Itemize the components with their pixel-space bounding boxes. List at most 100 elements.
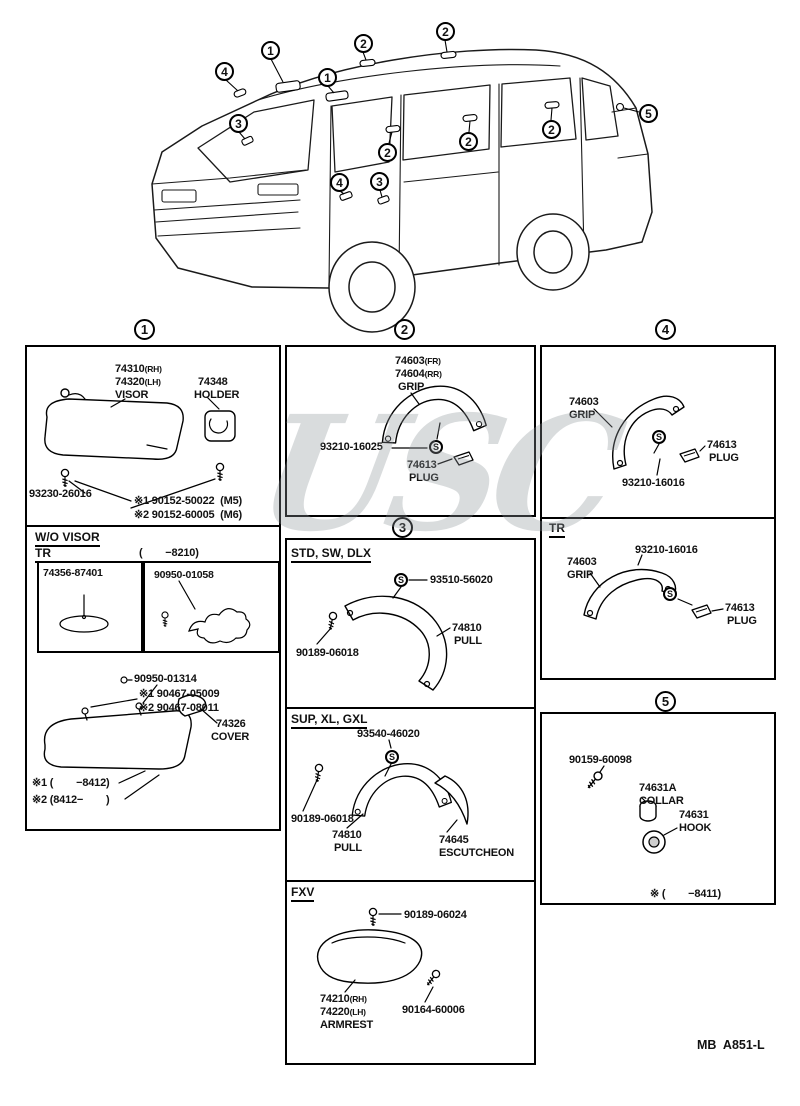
range-note-2: ※2 (8412− ) [32,794,110,806]
part-number-armrest-screw: 90189-06024 [404,909,467,921]
part-number-armrest-lh: 74220(LH) [320,1006,366,1019]
panel-grip: 74603 GRIP S 74613 PLUG 93210-16016 TR 9… [540,345,776,680]
tr-date-range: ( −8210) [139,547,199,559]
header-wo-visor: W/O VISOR [35,530,100,547]
section-callout-1: 1 [134,319,155,340]
part-number-plug: 74613 [407,459,437,471]
range-note-1: ※1 ( −8412) [32,777,110,789]
section-callout-3: 3 [392,517,413,538]
range-note: ※ ( −8411) [650,888,721,900]
part-number-grip-tr: 74603 [567,556,597,568]
panel-pull-armrest: STD, SW, DLX S 93510-56020 74810 PULL 90… [285,538,536,1065]
part-number-grip-rr: 74604(RR) [395,368,442,381]
part-label-grip-top: GRIP [569,409,596,421]
part-number-pull-bolt: 90189-06018 [296,647,359,659]
van-callout-2: 2 [354,34,373,53]
part-number-plug-tr: 74613 [725,602,755,614]
part-number-plug-top: 74613 [707,439,737,451]
subpanel-visor-pad: 74356-87401 [37,561,143,653]
part-suffix: (RH) [349,994,367,1004]
part-label-pull2: PULL [334,842,362,854]
part-number-grip-screw-top: 93210-16016 [622,477,685,489]
part-number-grip-screw: 93210-16025 [320,441,383,453]
part-label-cover: COVER [211,731,250,743]
panel-grip-fr-rr: 74603(FR) 74604(RR) GRIP 93210-16025 S 7… [285,345,536,517]
part-number-grip-top: 74603 [569,396,599,408]
subpanel-retainer: 90950-01058 [143,561,280,653]
part-number-collar: 74631A [639,782,677,794]
part-suffix: (FR) [424,356,441,366]
part-label-holder: HOLDER [194,389,240,401]
part-number-pull2-bolt: 90189-06018 [291,813,354,825]
part-label-escutcheon: ESCUTCHEON [439,847,515,859]
part-suffix: (RR) [424,369,442,379]
note-m5-screw: ※1 90152-50022 (M5) [134,495,242,507]
s-symbol: S [394,573,408,587]
section-divider [542,517,774,519]
s-symbol: S [385,750,399,764]
section-callout-4: 4 [655,319,676,340]
van-callout-3: 3 [229,114,248,133]
part-no: 74220 [320,1006,350,1018]
part-label-grip-tr: GRIP [567,569,594,581]
part-suffix: (LH) [349,1007,366,1017]
s-symbol: S [429,440,443,454]
part-no: 74320 [115,376,145,388]
part-no: 74210 [320,993,350,1005]
part-number-cover: 74326 [216,718,246,730]
van-callout-3b: 3 [370,172,389,191]
note-screw-2: ※2 90467-08011 [139,702,219,714]
part-label-plug: PLUG [409,472,439,484]
page-code: MB A851-L [697,1038,765,1052]
s-symbol: S [652,430,666,444]
part-number-grip-screw-tr: 93210-16016 [635,544,698,556]
van-callout-2e: 2 [542,120,561,139]
part-number-pull2: 74810 [332,829,362,841]
part-no: 74604 [395,368,425,380]
section-callout-2: 2 [394,319,415,340]
header-sup-xl-gxl: SUP, XL, GXL [291,712,368,729]
part-label-collar: COLLAR [639,795,684,807]
van-callout-2b: 2 [436,22,455,41]
van-callout-4b: 4 [330,173,349,192]
part-number-pin: 90950-01314 [134,673,197,685]
part-suffix: (LH) [144,377,161,387]
part-number-hook: 74631 [679,809,709,821]
part-suffix: (RH) [144,364,162,374]
van-callout-1: 1 [261,41,280,60]
van-illustration [151,39,653,333]
part-label-plug-tr: PLUG [727,615,757,627]
part-number-visor-pad: 74356-87401 [43,567,103,579]
part-label-grip: GRIP [398,381,425,393]
part-label-hook: HOOK [679,822,712,834]
part-number-hook-screw: 90159-60098 [569,754,632,766]
note-screw-1: ※1 90467-05009 [139,688,220,700]
part-number-grip-fr: 74603(FR) [395,355,441,368]
part-number-holder: 74348 [198,376,228,388]
note-m6-screw: ※2 90152-60005 (M6) [134,509,242,521]
part-number-visor-lh: 74320(LH) [115,376,161,389]
van-callout-5: 5 [639,104,658,123]
part-number-pull: 74810 [452,622,482,634]
part-number-armrest-rh: 74210(RH) [320,993,367,1006]
van-callout-4: 4 [215,62,234,81]
part-no: 74603 [395,355,425,367]
section-divider [27,525,279,527]
part-label-armrest: ARMREST [320,1019,373,1031]
panel-hook: 90159-60098 74631A COLLAR 74631 HOOK ※ (… [540,712,776,905]
part-number-escutcheon: 74645 [439,834,469,846]
section-divider [287,707,534,709]
van-callout-2c: 2 [378,143,397,162]
part-number-visor-screw: 93230-26016 [29,488,92,500]
panel-visor: 74310(RH) 74320(LH) VISOR 74348 HOLDER 9… [25,345,281,831]
part-number-pull-screw: 93510-56020 [430,574,493,586]
part-number-pull2-screw: 93540-46020 [357,728,420,740]
section-callout-5: 5 [655,691,676,712]
header-std-sw-dlx: STD, SW, DLX [291,546,372,563]
part-number-visor-rh: 74310(RH) [115,363,162,376]
van-callout-2d: 2 [459,132,478,151]
van-callout-1b: 1 [318,68,337,87]
part-number-retainer: 90950-01058 [154,569,214,581]
s-symbol: S [663,587,677,601]
